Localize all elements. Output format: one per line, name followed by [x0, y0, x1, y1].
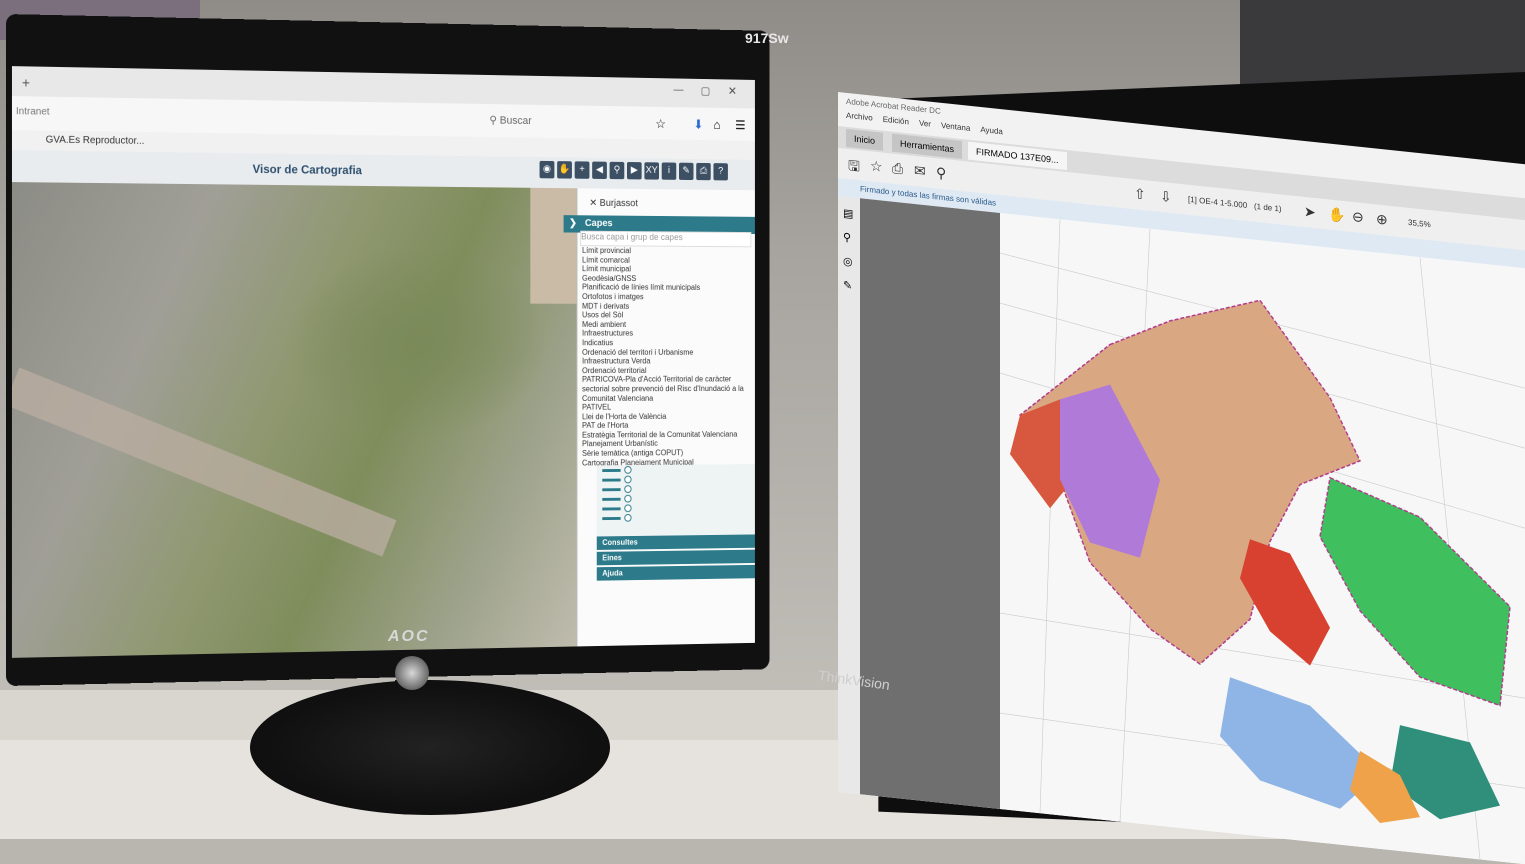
save-icon[interactable]: 🖫	[848, 157, 860, 175]
layers-header-label: Capes	[584, 218, 613, 230]
pan-icon[interactable]: ✋	[557, 161, 572, 179]
menu-ver[interactable]: Ver	[918, 118, 931, 129]
acrobat-sidebar: ▤ ⚲ ◎ ✎	[838, 196, 860, 795]
location-label: Burjassot	[599, 198, 638, 210]
star-icon[interactable]: ☆	[870, 157, 883, 175]
layer-item[interactable]: Indicatius	[582, 338, 614, 348]
star-icon[interactable]: ☆	[655, 116, 666, 131]
zoom-in-icon[interactable]: ⊕	[1376, 210, 1388, 228]
pages-icon[interactable]: ▤	[843, 207, 854, 221]
attachment-icon[interactable]: ⚲	[843, 231, 852, 245]
slider-knob[interactable]	[624, 504, 632, 513]
menu-archivo[interactable]: Archivo	[846, 110, 873, 123]
print-icon[interactable]: ⎙	[892, 159, 904, 177]
menu-ayuda[interactable]: Ayuda	[980, 124, 1003, 137]
monitor-brand-logo: AOC	[388, 628, 430, 645]
measure-icon[interactable]: ✎	[678, 162, 694, 181]
section-eines[interactable]: Eines	[596, 549, 755, 566]
bookmark-gva[interactable]: GVA.Es Reproductor...	[45, 134, 145, 147]
zoom-icon[interactable]: ⚲	[609, 161, 625, 180]
zoning-map	[1000, 213, 1525, 864]
layer-item[interactable]: PATRICOVA-Pla d'Acció Territorial de car…	[582, 375, 744, 403]
download-icon[interactable]: ⬇	[693, 117, 704, 132]
layers-icon[interactable]: ◎	[843, 255, 853, 269]
sign-icon[interactable]: ✎	[843, 279, 853, 293]
slider-knob[interactable]	[624, 475, 632, 484]
layer-item[interactable]: MDT i derivats	[582, 301, 630, 311]
zoom-in-icon[interactable]: +	[574, 161, 590, 179]
layer-search-input[interactable]: Busca capa i grup de capes	[580, 230, 752, 248]
close-icon[interactable]: ✕	[727, 84, 737, 98]
power-button[interactable]	[395, 656, 429, 690]
document-backdrop	[860, 198, 1000, 810]
map-toolbar: ◉ ✋ + ◀ ⚲ ▶ XY i ✎ ⎙ ?	[539, 160, 750, 185]
tab-inicio[interactable]: Inicio	[846, 128, 884, 151]
help-icon[interactable]: ?	[713, 163, 728, 181]
hand-icon[interactable]: ✋	[1328, 205, 1346, 224]
search-icon: ⚲	[489, 114, 497, 127]
mail-icon[interactable]: ✉	[914, 161, 926, 180]
slider-knob[interactable]	[624, 494, 632, 503]
back-icon[interactable]: ◀	[592, 161, 607, 180]
expand-chevron-icon[interactable]: ❯	[569, 218, 577, 229]
intranet-label: Intranet	[15, 106, 50, 118]
layer-item[interactable]: Ordenació territorial	[582, 366, 647, 375]
home-icon[interactable]: ⌂	[713, 117, 721, 132]
minimize-icon[interactable]: —	[673, 84, 684, 96]
page-count: (1 de 1)	[1254, 201, 1282, 214]
zoom-level[interactable]: 35,5%	[1408, 217, 1431, 230]
monitor-stand-base	[250, 680, 610, 815]
layer-item[interactable]: Infraestructures	[582, 329, 634, 338]
layer-item[interactable]: Ortofotos i imatges	[582, 292, 644, 302]
layer-item[interactable]: Estratègia Territorial de la Comunitat V…	[582, 429, 738, 440]
zone-teal	[1390, 725, 1500, 820]
layer-item[interactable]: Límit provincial	[582, 246, 632, 256]
page-down-icon[interactable]: ⇩	[1160, 187, 1172, 206]
cursor-icon[interactable]: ➤	[1304, 202, 1316, 221]
opacity-row[interactable]	[597, 512, 755, 523]
browser-search-input[interactable]: ⚲ Buscar	[489, 114, 637, 136]
layer-opacity-list	[596, 464, 755, 541]
layer-item[interactable]: Usos del Sòl	[582, 310, 624, 320]
slider-knob[interactable]	[624, 485, 632, 493]
restore-icon[interactable]: ▢	[700, 85, 711, 98]
forward-icon[interactable]: ▶	[627, 161, 642, 180]
layer-item[interactable]: Infraestructura Verda	[582, 356, 651, 366]
right-screen: Adobe Acrobat Reader DC Archivo Edición …	[838, 92, 1525, 864]
pdf-map-document[interactable]	[1000, 213, 1525, 864]
print-icon[interactable]: ⎙	[696, 162, 711, 181]
app-title: Visor de Cartografia	[252, 162, 362, 178]
menu-icon[interactable]: ☰	[735, 117, 746, 133]
zone-red-center	[1240, 539, 1330, 666]
zone-purple	[1060, 384, 1160, 558]
panel-location: ✕ Burjassot	[577, 198, 755, 215]
layer-item[interactable]: Ordenació del territori i Urbanisme	[582, 347, 694, 357]
info-icon[interactable]: i	[661, 162, 677, 180]
new-tab-icon[interactable]: +	[21, 74, 31, 91]
menu-edicion[interactable]: Edición	[882, 114, 909, 127]
slider-knob[interactable]	[624, 466, 632, 474]
xy-icon[interactable]: XY	[644, 162, 659, 180]
zone-green	[1319, 476, 1511, 707]
section-ajuda[interactable]: Ajuda	[596, 564, 755, 581]
left-screen: + — ▢ ✕ Intranet ⚲ Buscar ☆ ⬇ ⌂ ☰ GVA.Es…	[11, 66, 755, 658]
layer-item[interactable]: Medi ambient	[582, 319, 627, 329]
page-label[interactable]: [1] OE-4 1-5.000	[1188, 194, 1248, 211]
layer-search-placeholder: Busca capa i grup de capes	[581, 231, 683, 243]
layer-tree: Límit provincial Límit comarcal Límit mu…	[582, 246, 749, 465]
close-panel-icon[interactable]: ✕	[589, 198, 598, 209]
zoom-out-icon[interactable]: ⊖	[1352, 208, 1364, 226]
search-placeholder: Buscar	[499, 114, 532, 127]
zone-orange	[1350, 750, 1420, 823]
eye-icon[interactable]: ◉	[539, 160, 555, 179]
menu-ventana[interactable]: Ventana	[940, 120, 971, 133]
section-consultes[interactable]: Consultes	[596, 534, 755, 550]
page-up-icon[interactable]: ⇧	[1134, 185, 1146, 203]
search-icon[interactable]: ⚲	[936, 164, 947, 182]
slider-knob[interactable]	[624, 513, 632, 522]
zone-blue	[1220, 677, 1380, 809]
left-monitor: + — ▢ ✕ Intranet ⚲ Buscar ☆ ⬇ ⌂ ☰ GVA.Es…	[6, 14, 770, 686]
monitor-model-label: 917Sw	[745, 30, 789, 46]
